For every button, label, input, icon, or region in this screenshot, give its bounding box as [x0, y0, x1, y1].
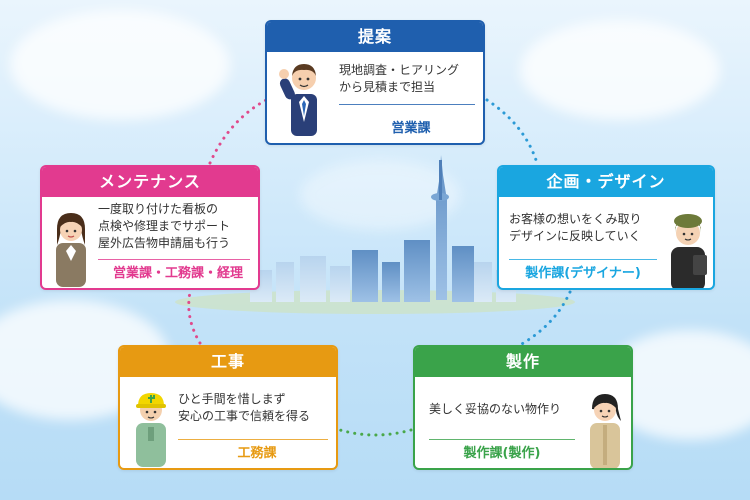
card-production-title: 製作 — [415, 347, 631, 377]
card-production-dept: 製作課(製作) — [463, 446, 541, 461]
connector-proposal-planning — [485, 98, 539, 165]
card-production: 製作 美しく妥協のない物作り 製作課(製作) — [413, 345, 633, 470]
factory-worker-icon — [590, 394, 621, 468]
card-construction-line: ひと手間を惜しまず — [178, 392, 286, 406]
card-planning-dept: 製作課(デザイナー) — [525, 266, 641, 281]
businessman-icon — [279, 64, 317, 136]
card-divider — [178, 439, 328, 440]
card-maintenance: メンテナンス 一度取り付けた看板の 点検や修理までサポート 屋外広告物申請届も行… — [40, 165, 260, 290]
connector-production-construction — [338, 428, 413, 437]
connector-construction-maintenance — [187, 290, 202, 345]
card-planning-line: お客様の想いをくみ取り — [509, 212, 642, 226]
card-maintenance-line: 一度取り付けた看板の — [98, 202, 219, 216]
designer-icon — [671, 214, 707, 288]
card-divider — [339, 104, 475, 105]
construction-worker-icon — [136, 393, 166, 467]
card-planning-title: 企画・デザイン — [499, 167, 713, 197]
card-maintenance-dept: 営業課・工務課・経理 — [112, 266, 243, 281]
card-divider — [509, 259, 657, 260]
cloud — [520, 20, 720, 120]
card-construction-dept: 工務課 — [237, 446, 277, 461]
card-planning-line: デザインに反映していく — [509, 229, 641, 243]
card-maintenance-title: メンテナンス — [42, 167, 258, 197]
card-maintenance-line: 点検や修理までサポート — [98, 219, 231, 233]
card-proposal-dept: 営業課 — [391, 121, 431, 136]
office-woman-icon — [56, 213, 86, 287]
card-divider — [98, 259, 250, 260]
card-construction-title: 工事 — [120, 347, 336, 377]
card-proposal-title: 提案 — [267, 22, 483, 52]
cloud — [10, 10, 230, 120]
card-construction: 工事 ひと手間を惜しまず 安心の工事で信頼を得る 工務課 — [118, 345, 338, 470]
card-proposal-line: から見積まで担当 — [339, 80, 436, 94]
card-proposal: 提案 現地調査・ヒアリング から見積まで担当 営業課 — [265, 20, 485, 145]
card-construction-line: 安心の工事で信頼を得る — [178, 409, 311, 423]
card-maintenance-line: 屋外広告物申請届も行う — [98, 236, 231, 250]
card-production-line: 美しく妥協のない物作り — [429, 402, 562, 416]
connector-planning-production — [518, 290, 572, 347]
card-divider — [429, 439, 575, 440]
card-proposal-line: 現地調査・ヒアリング — [339, 63, 460, 77]
connector-maintenance-proposal — [208, 96, 272, 165]
card-planning: 企画・デザイン お客様の想いをくみ取り デザインに反映していく 製作課(デザイナ… — [497, 165, 715, 290]
